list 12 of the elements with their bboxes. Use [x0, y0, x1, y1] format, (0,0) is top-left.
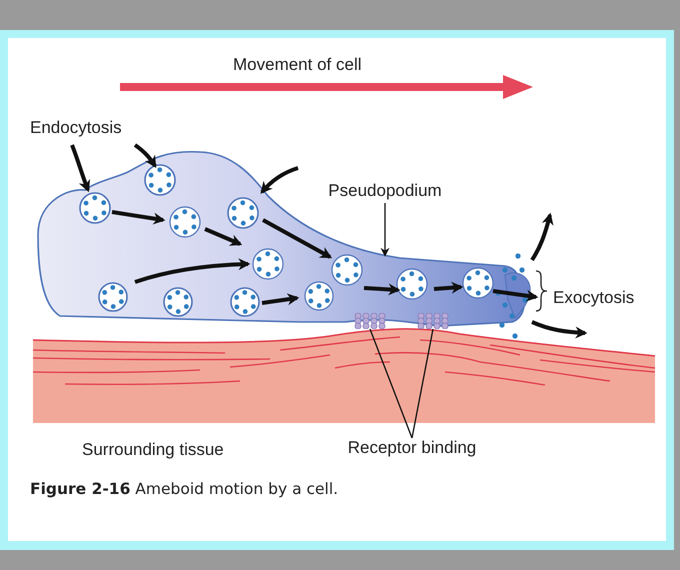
label: Movement of cell	[233, 55, 362, 75]
receptor-cluster-icon	[417, 313, 449, 329]
label: Surrounding tissue	[82, 440, 224, 460]
leader-line	[369, 328, 413, 438]
receptor-cluster-icon	[354, 313, 386, 329]
label: Exocytosis	[553, 288, 634, 308]
leader-line	[380, 203, 390, 257]
leader-line	[411, 328, 434, 438]
label: Endocytosis	[30, 118, 122, 138]
callout-label: Receptor binding	[330, 438, 494, 460]
figure-caption: Figure 2-16 Ameboid motion by a cell.	[30, 480, 338, 498]
callout-label: Pseudopodium	[312, 181, 458, 203]
